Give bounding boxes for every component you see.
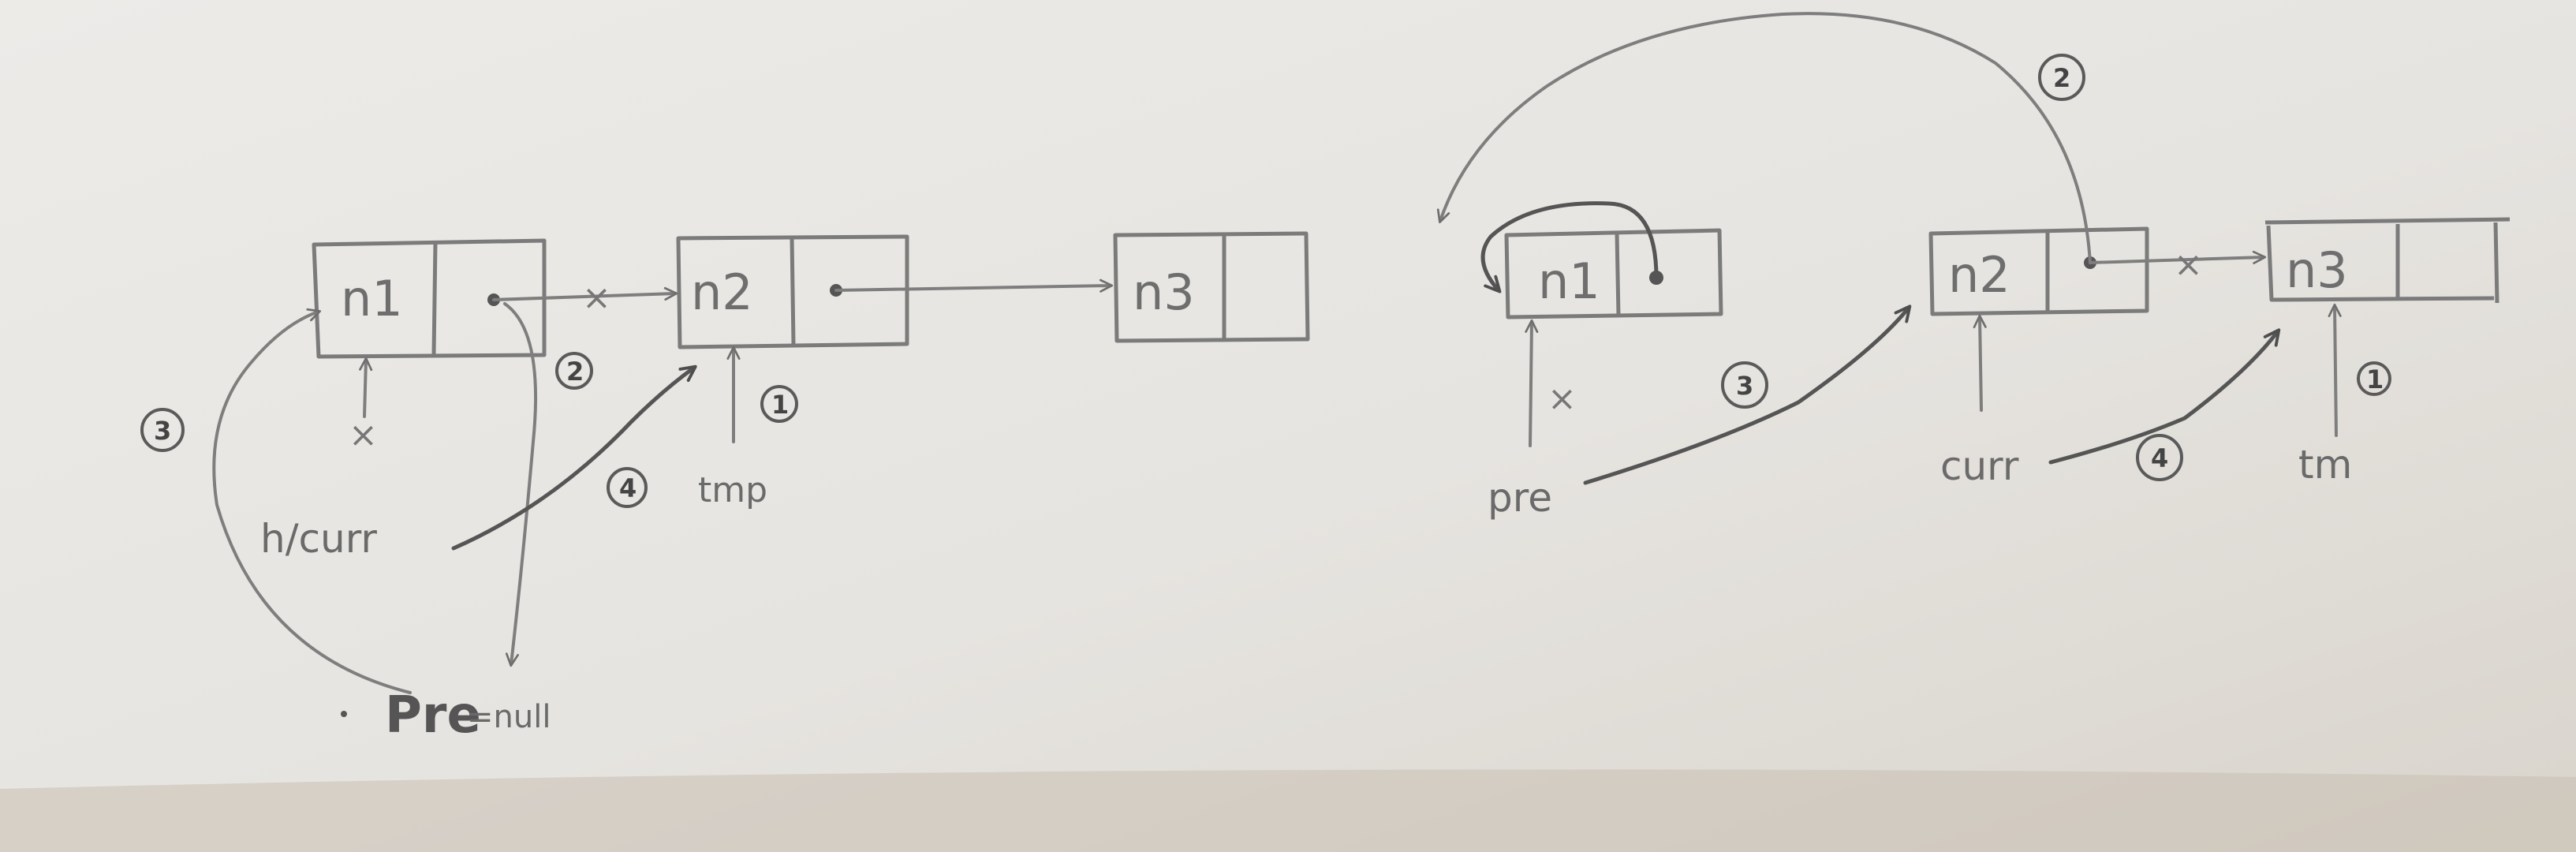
right-cross-mark: ×: [2174, 245, 2203, 285]
right-label-curr: curr: [1940, 443, 2019, 489]
left-curr-to-n2-arrow: [451, 364, 697, 551]
left-n1-to-n2-arrow: [492, 286, 678, 301]
left-node-n2-label: n2: [691, 263, 753, 321]
left-cross-mark: ×: [582, 278, 611, 318]
left-label-h-curr: h/curr: [260, 516, 377, 562]
svg-text:4: 4: [619, 473, 637, 503]
right-pre-to-n2-arrow: [1583, 305, 1912, 485]
left-node-n2: n2: [676, 234, 909, 349]
left-node-n3: n3: [1113, 231, 1310, 343]
left-step-2: 2: [555, 352, 593, 390]
left-curr-cross-mark: ×: [349, 415, 378, 455]
right-node-n2: n2: [1928, 226, 2149, 316]
left-n1-to-null-arrow: [503, 302, 538, 667]
right-pre-to-n1-arrow: [1525, 319, 1539, 447]
left-node-n1-label: n1: [341, 270, 403, 327]
right-node-n3-label: n3: [2286, 241, 2348, 299]
left-node-n3-label: n3: [1133, 263, 1195, 321]
right-tmp-to-n3-arrow: [2328, 303, 2342, 437]
left-label-pre-null: =null: [467, 699, 551, 735]
left-step-1: 1: [760, 385, 798, 423]
left-label-pre: Pre: [385, 686, 481, 745]
svg-text:4: 4: [2151, 443, 2168, 473]
left-label-tmp: tmp: [698, 470, 767, 510]
svg-text:2: 2: [2053, 63, 2070, 93]
right-n1-self-loop-arrow: [1480, 201, 1659, 293]
right-step-1: 1: [2357, 361, 2391, 396]
left-n2-to-n3-arrow: [834, 278, 1114, 293]
left-diagram: n1 n2 n3 × × h/c: [140, 231, 1310, 745]
right-n2-to-n1-arrow: [1436, 12, 2092, 264]
right-label-tm: tm: [2298, 442, 2352, 488]
right-step-3: 3: [1721, 361, 1768, 409]
left-stray-dot: [341, 711, 347, 717]
svg-text:3: 3: [1736, 371, 1753, 401]
paper-edge-shadow: [0, 769, 2576, 852]
svg-text:3: 3: [154, 416, 171, 446]
left-step-4: 4: [607, 467, 648, 508]
right-curr-to-n2-arrow: [1973, 314, 1987, 412]
right-node-n3: n3: [2264, 217, 2511, 304]
svg-text:1: 1: [771, 390, 789, 420]
right-step-2: 2: [2038, 54, 2085, 101]
right-label-pre: pre: [1488, 475, 1552, 521]
right-diagram: n1 n2 n3 × ×: [1436, 12, 2511, 521]
left-pre-to-n1-arrow: [212, 308, 412, 694]
right-node-n2-label: n2: [1948, 246, 2010, 304]
svg-text:1: 1: [2366, 364, 2384, 394]
left-step-3: 3: [140, 408, 185, 452]
right-node-n1-label: n1: [1538, 252, 1600, 310]
right-n2-to-n3-arrow: [2089, 250, 2267, 264]
left-curr-to-n1-arrow: [359, 357, 373, 418]
right-step-4: 4: [2136, 434, 2183, 481]
right-pre-cross-mark: ×: [1547, 379, 1577, 419]
right-curr-to-n3-arrow: [2048, 328, 2281, 465]
svg-text:2: 2: [566, 357, 584, 387]
